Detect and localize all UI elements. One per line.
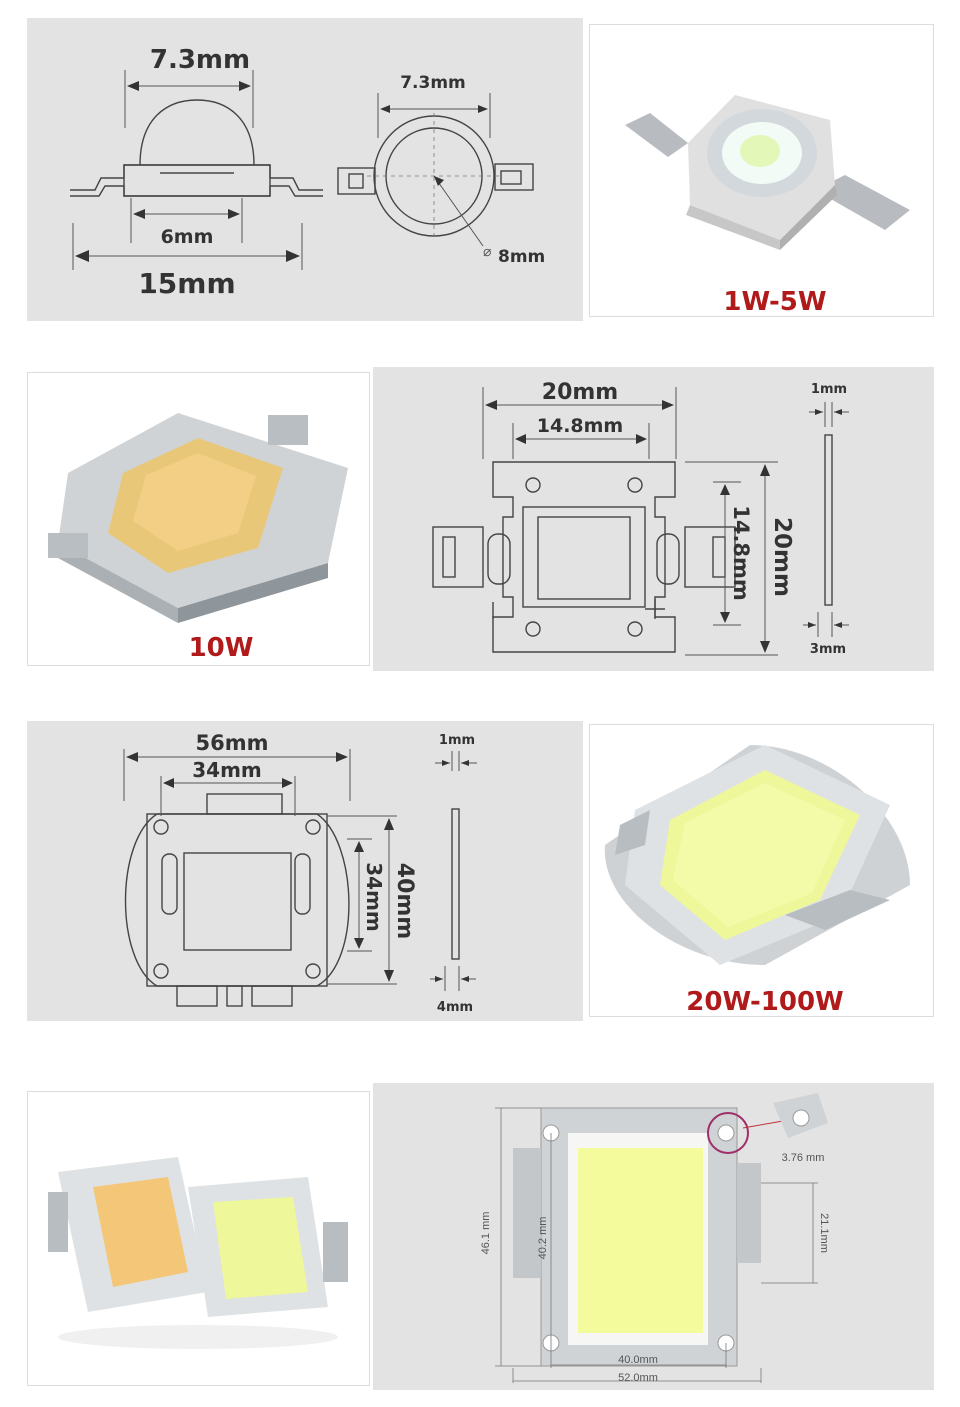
- drawing-10w-svg: 20mm 14.8mm 14.8mm 20mm 1mm 3mm: [432, 380, 849, 657]
- dim-10w-inner-width: 14.8mm: [537, 415, 623, 437]
- panel-1w-drawing: 7.3mm 6mm 15mm 7.3mm ⌀ 8mm: [27, 18, 583, 321]
- drawing-1w-svg: 7.3mm 6mm 15mm 7.3mm ⌀ 8mm: [70, 45, 545, 300]
- diameter-symbol-icon: ⌀: [483, 243, 491, 259]
- dim-cob-hole: 3.76 mm: [782, 1152, 825, 1164]
- label-1w-5w: 1W-5W: [723, 287, 826, 317]
- dim-10w-thickness-bottom: 3mm: [810, 642, 846, 657]
- dim-100w-inner-height: 34mm: [362, 862, 386, 932]
- dim-cob-height-pad: 21.1mm: [818, 1213, 830, 1253]
- dim-10w-outer-height: 20mm: [769, 517, 795, 597]
- photo-10w-svg: 10W: [48, 413, 348, 663]
- dim-100w-thickness-top: 1mm: [439, 733, 475, 748]
- panel-10w-photo: 10W: [27, 372, 370, 666]
- dim-cob-height-chip: 40.2 mm: [537, 1217, 549, 1260]
- dim-100w-thickness-bottom: 4mm: [437, 1000, 473, 1015]
- dim-1w-top: 7.3mm: [150, 45, 250, 75]
- photo-100w-svg: 20W-100W: [604, 745, 910, 1017]
- photo-1w-svg: 1W-5W: [625, 95, 910, 317]
- drawing-cob-svg: 3.76 mm 46.1 mm 40.2 mm 21.1mm 40.0mm 52…: [480, 1093, 830, 1384]
- dim-1w-diameter: 8mm: [498, 247, 545, 267]
- label-10w: 10W: [189, 633, 254, 663]
- dim-100w-inner-width: 34mm: [192, 758, 262, 782]
- dim-cob-width-chip: 40.0mm: [618, 1354, 658, 1366]
- dim-100w-outer-width: 56mm: [196, 731, 269, 755]
- panel-100w-drawing: 56mm 34mm 34mm 40mm 1mm 4mm: [27, 721, 583, 1021]
- dim-cob-height-total: 46.1 mm: [480, 1212, 492, 1255]
- dim-100w-outer-height: 40mm: [392, 863, 417, 939]
- panel-cob-photo: [27, 1091, 370, 1386]
- dim-cob-width-total: 52.0mm: [618, 1372, 658, 1384]
- panel-10w-drawing: 20mm 14.8mm 14.8mm 20mm 1mm 3mm: [373, 367, 934, 671]
- drawing-100w-svg: 56mm 34mm 34mm 40mm 1mm 4mm: [123, 731, 477, 1015]
- label-20w-100w: 20W-100W: [686, 987, 843, 1017]
- photo-cob-svg: [48, 1157, 348, 1349]
- dim-1w-total: 15mm: [138, 267, 235, 300]
- dim-1w-top-view: 7.3mm: [400, 73, 466, 93]
- dim-10w-thickness-top: 1mm: [811, 382, 847, 397]
- panel-cob-drawing: 3.76 mm 46.1 mm 40.2 mm 21.1mm 40.0mm 52…: [373, 1083, 934, 1390]
- dim-1w-lens: 6mm: [161, 226, 214, 248]
- dim-10w-outer-width: 20mm: [542, 380, 618, 405]
- panel-100w-photo: 20W-100W: [589, 724, 934, 1017]
- dim-10w-inner-height: 14.8mm: [729, 505, 753, 601]
- panel-1w-photo: 1W-5W: [589, 24, 934, 317]
